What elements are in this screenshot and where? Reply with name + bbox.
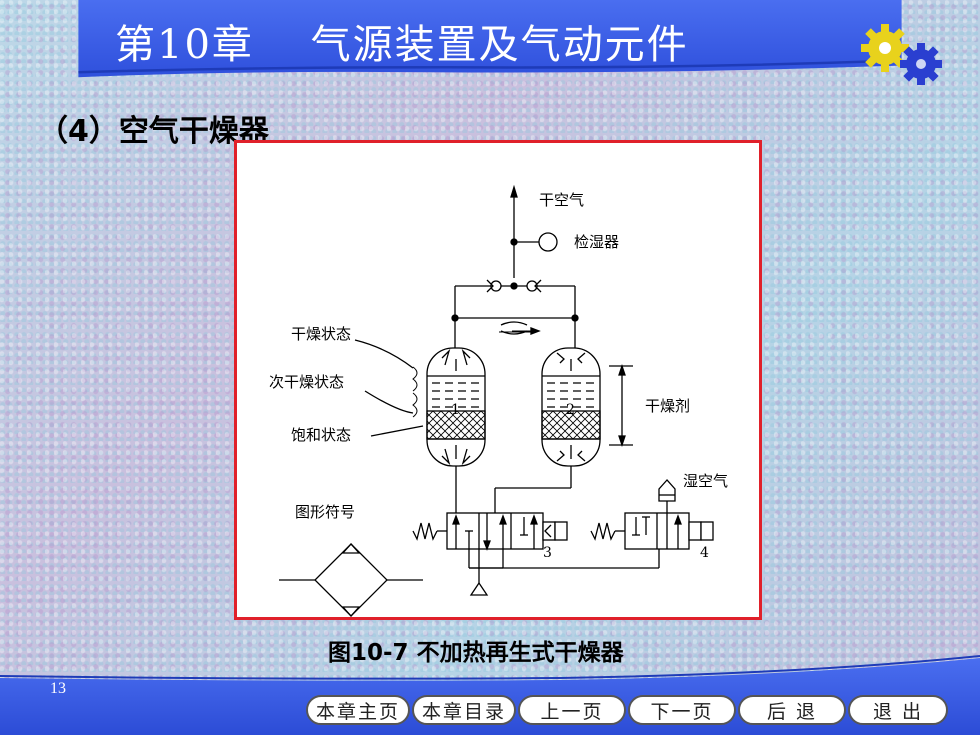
slide-title: 第10章 气源装置及气动元件 bbox=[115, 22, 689, 68]
nav-next-button[interactable]: 下一页 bbox=[628, 695, 736, 725]
label-wet-air: 湿空气 bbox=[683, 472, 728, 490]
valve-3-symbol bbox=[412, 512, 568, 551]
label-saturated-state: 饱和状态 bbox=[291, 426, 351, 444]
figure-frame: 干空气 检湿器 干燥状态 次干燥状态 饱和状态 干燥剂 湿空气 图形符号 1 2… bbox=[234, 140, 762, 620]
nav-contents-button[interactable]: 本章目录 bbox=[412, 695, 516, 725]
wet-air-inlet-icon bbox=[658, 479, 676, 502]
outlet-arrow bbox=[510, 184, 518, 198]
label-tower-1: 1 bbox=[451, 402, 460, 418]
exhaust-symbol bbox=[469, 581, 489, 596]
label-dry-state: 干燥状态 bbox=[291, 325, 351, 343]
label-valve-3: 3 bbox=[543, 545, 552, 561]
check-valve-left bbox=[486, 279, 502, 293]
nav-home-button[interactable]: 本章主页 bbox=[306, 695, 410, 725]
tower-2 bbox=[541, 347, 601, 467]
label-valve-4: 4 bbox=[700, 545, 709, 561]
label-desiccant: 干燥剂 bbox=[645, 397, 690, 415]
nav-back-button[interactable]: 后 退 bbox=[738, 695, 846, 725]
nav-exit-button[interactable]: 退 出 bbox=[848, 695, 948, 725]
figure-caption: 图10-7 不加热再生式干燥器 bbox=[328, 640, 624, 666]
gears-icon bbox=[861, 24, 942, 85]
label-dry-air: 干空气 bbox=[539, 191, 584, 209]
valve-4-symbol bbox=[590, 512, 714, 550]
section-heading: （4）空气干燥器 bbox=[38, 114, 269, 149]
label-hygrometer: 检湿器 bbox=[574, 233, 619, 251]
hygrometer-symbol bbox=[538, 232, 558, 252]
orifice-symbol bbox=[500, 321, 528, 326]
title-bar bbox=[78, 0, 902, 78]
tower-1 bbox=[426, 347, 486, 467]
junction-dot bbox=[510, 238, 518, 246]
nav-bar: 本章主页 本章目录 上一页 下一页 后 退 退 出 bbox=[306, 695, 950, 729]
label-symbol: 图形符号 bbox=[295, 503, 355, 521]
check-valve-right bbox=[526, 279, 542, 293]
nav-prev-button[interactable]: 上一页 bbox=[518, 695, 626, 725]
leader-saturated-state bbox=[370, 425, 424, 437]
leader-dry-state bbox=[354, 339, 414, 369]
page-number: 13 bbox=[50, 680, 66, 697]
label-tower-2: 2 bbox=[566, 402, 575, 418]
dryer-graphic-symbol bbox=[279, 543, 423, 617]
dryer-diagram: 干空气 检湿器 干燥状态 次干燥状态 饱和状态 干燥剂 湿空气 图形符号 1 2… bbox=[269, 184, 728, 617]
label-sub-dry-state: 次干燥状态 bbox=[269, 373, 344, 391]
leader-sub-dry-state bbox=[364, 390, 414, 414]
